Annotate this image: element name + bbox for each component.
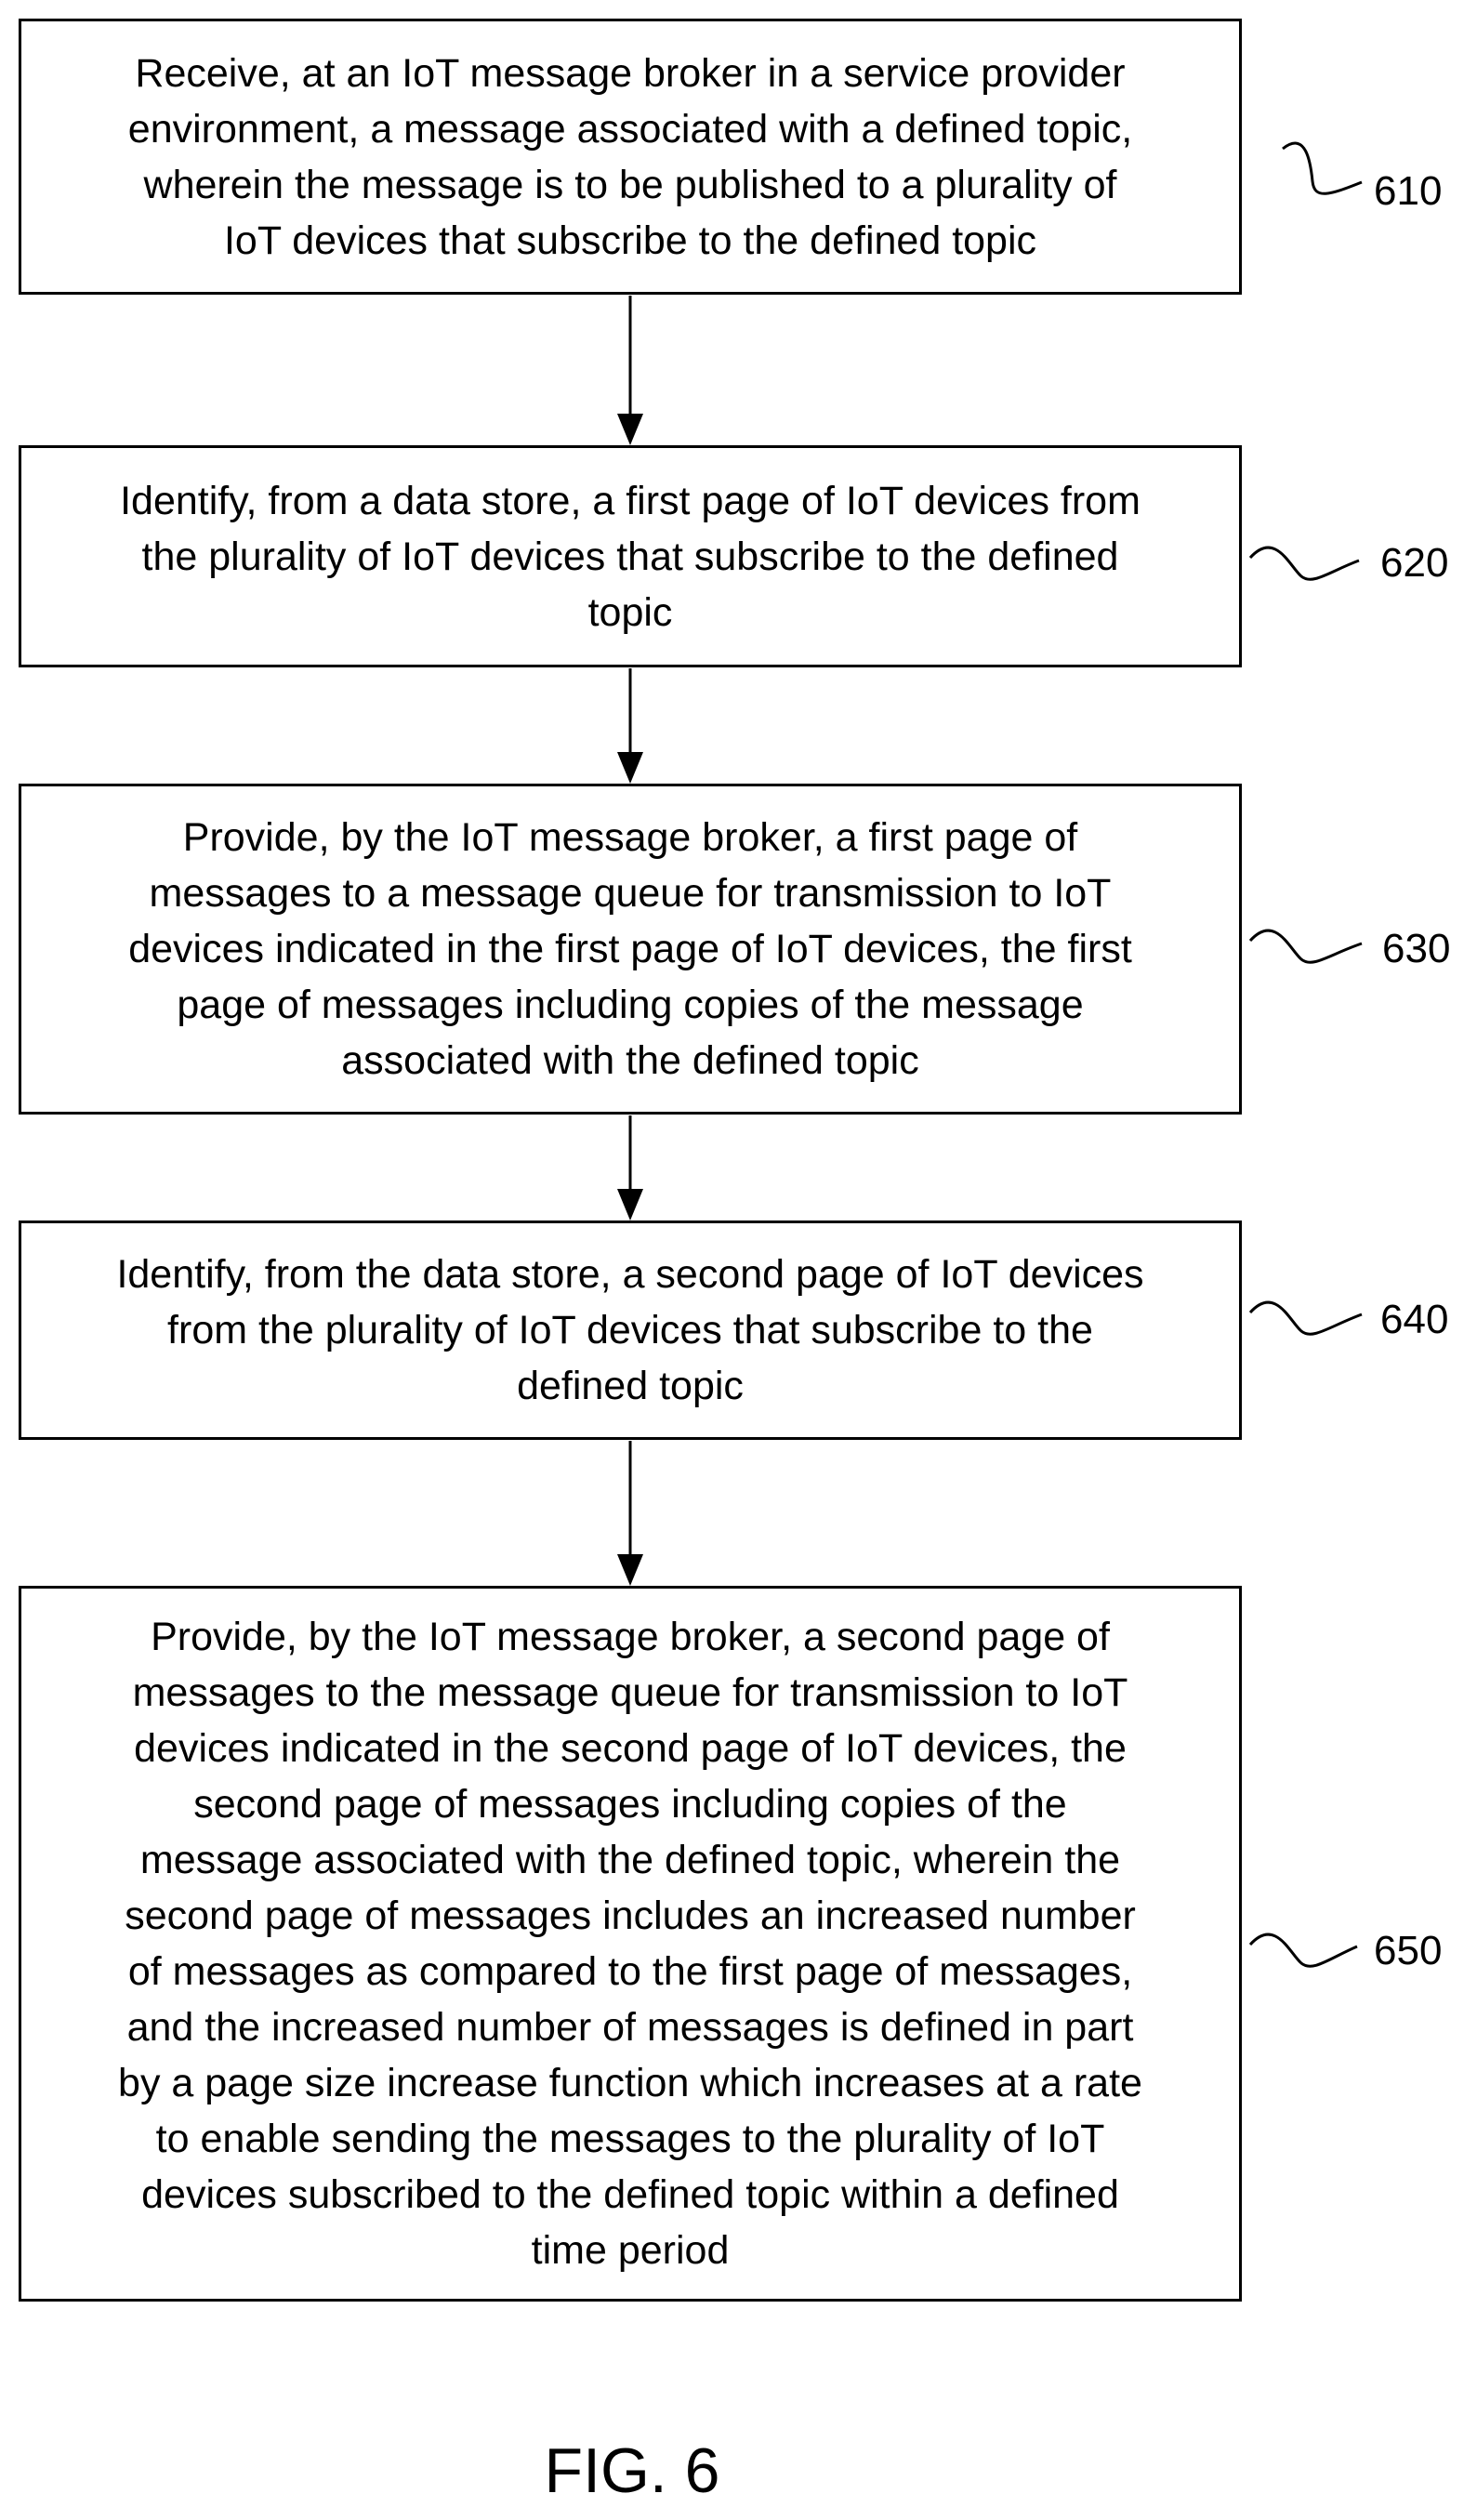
arrow-610-to-620 [617,296,643,445]
squiggle-630 [1250,930,1362,962]
squiggle-620 [1250,548,1359,579]
arrow-630-to-640 [617,1115,643,1220]
figure-label: FIG. 6 [0,2434,1264,2508]
squiggle-640 [1250,1302,1362,1334]
squiggle-610 [1283,143,1362,193]
arrow-620-to-630 [617,668,643,784]
arrow-640-to-650 [617,1441,643,1586]
squiggle-650 [1250,1934,1357,1966]
